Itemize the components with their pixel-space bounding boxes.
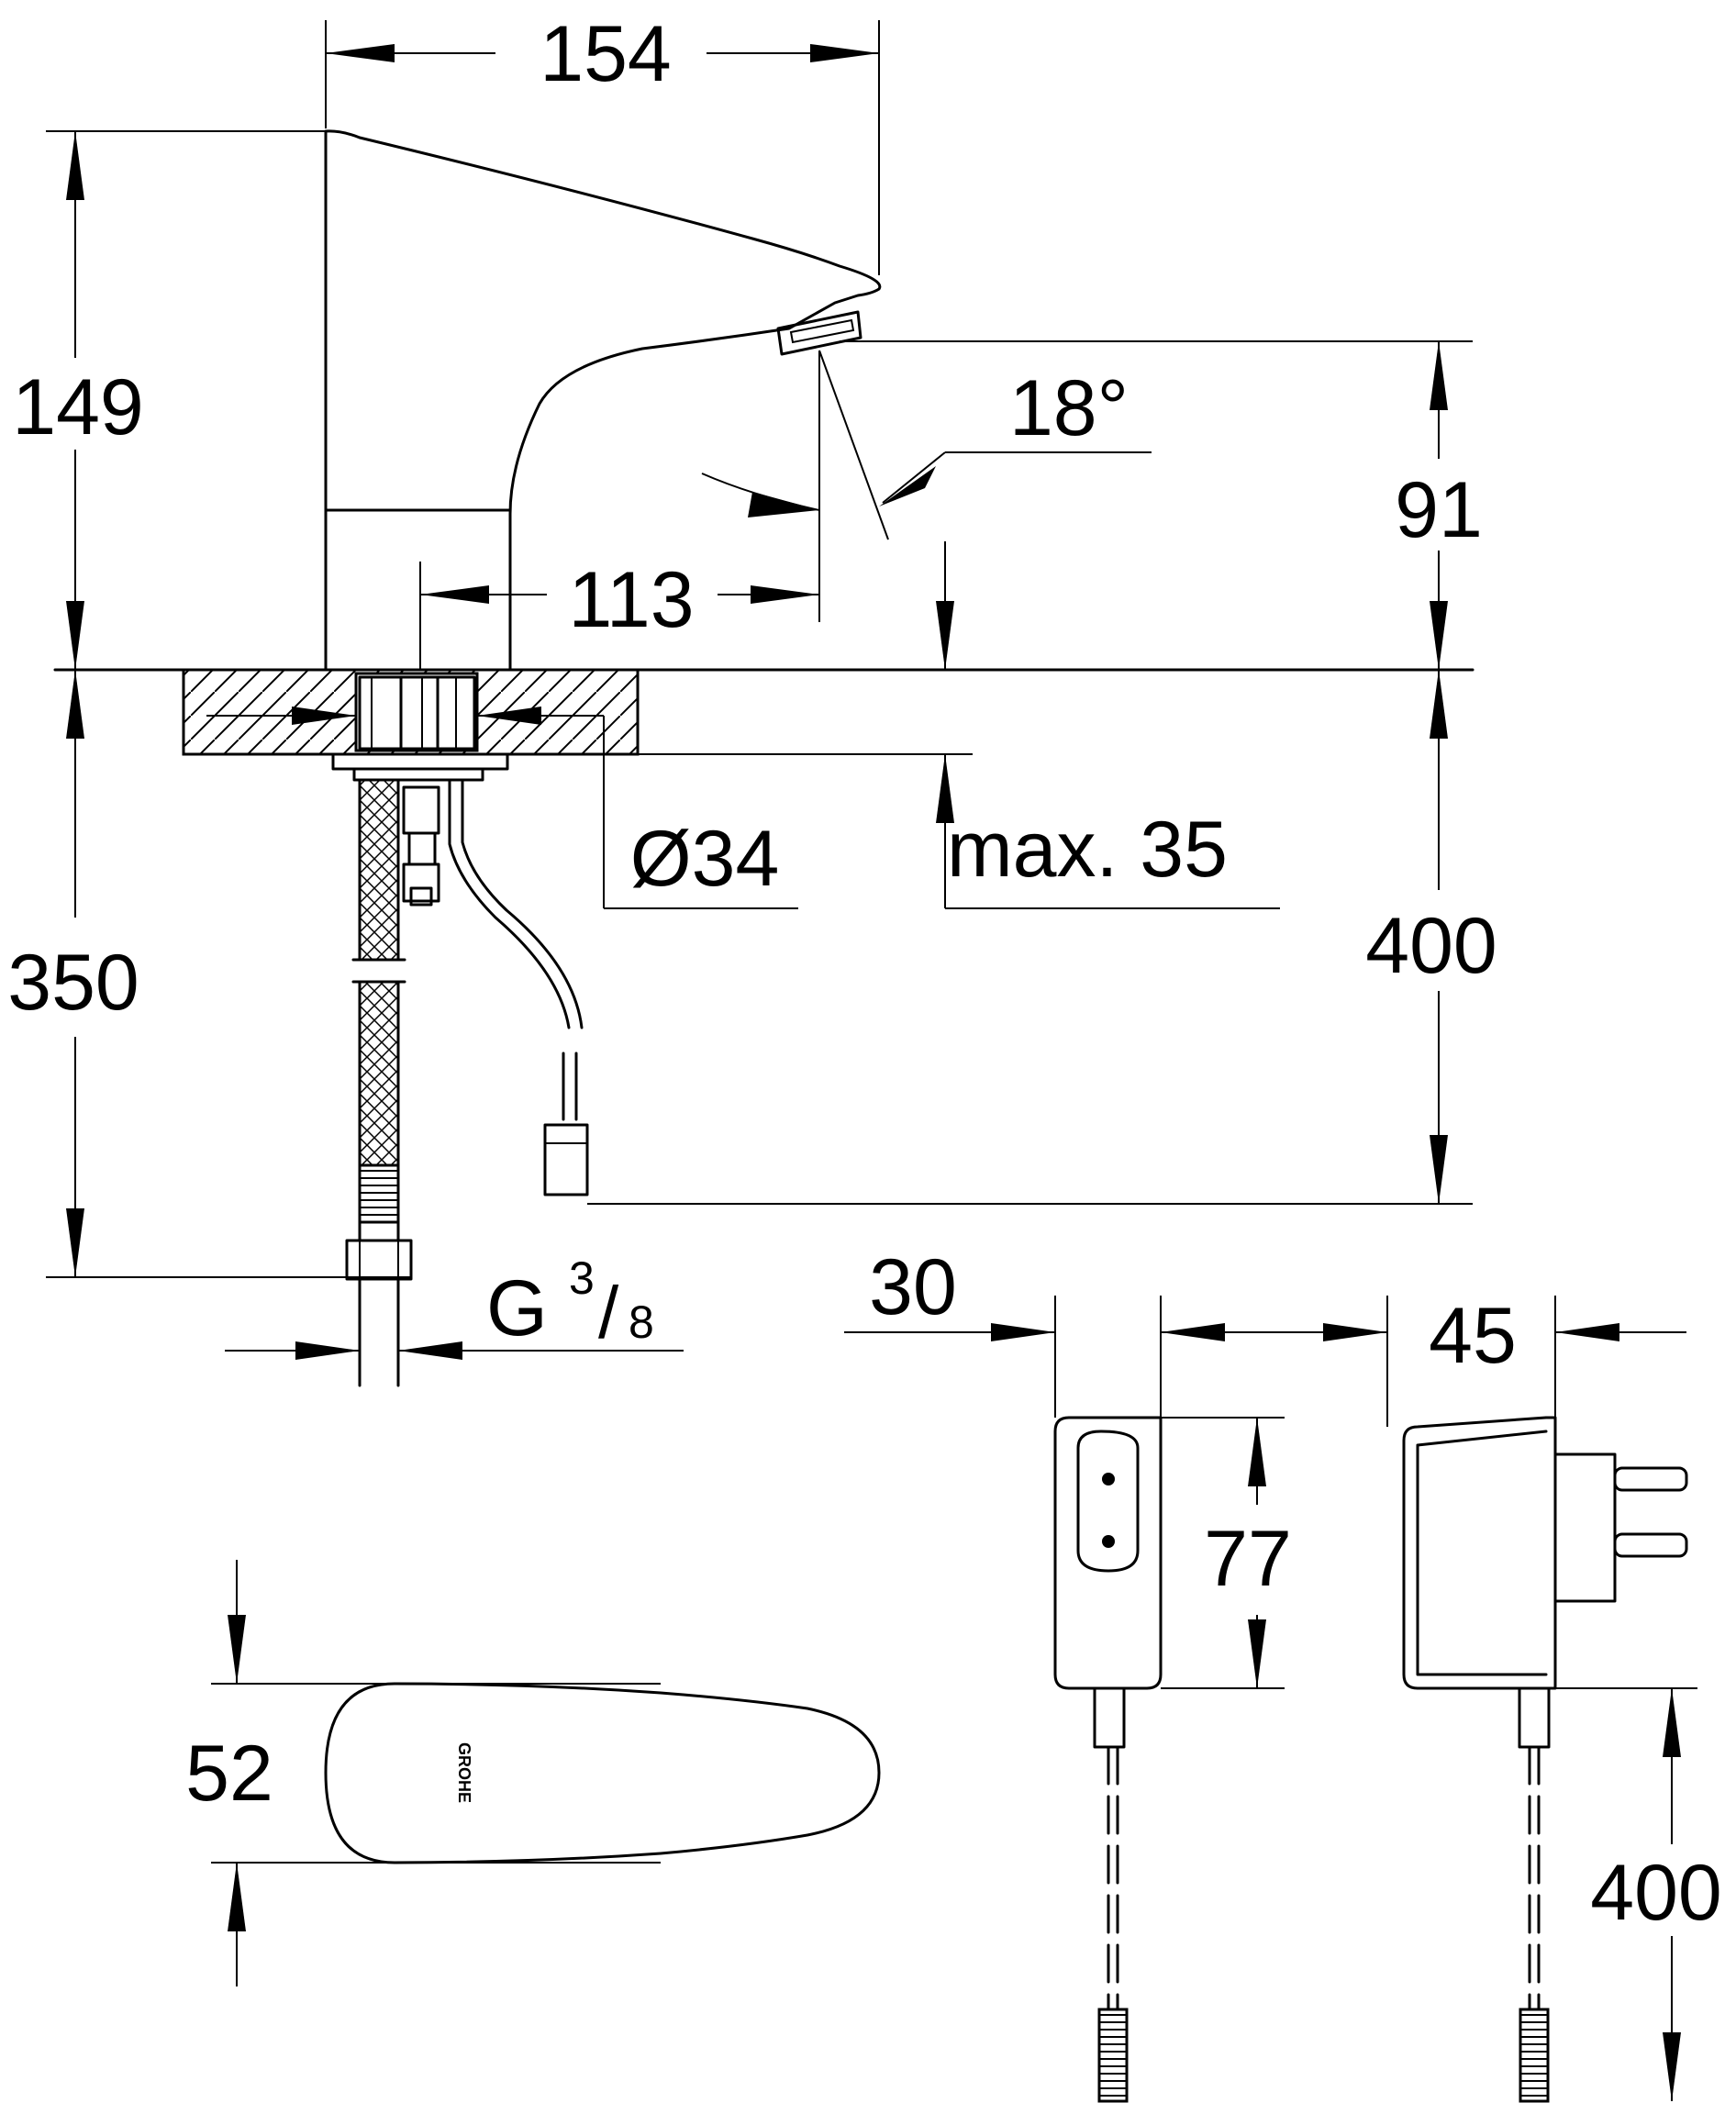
dim-angle-18: 18°: [1009, 364, 1129, 452]
dim-base-52: 52: [185, 1730, 273, 1818]
psu-side-plug: [1519, 2008, 1550, 2103]
dimension-lines: [46, 20, 1473, 1360]
socket-outline: [1076, 1430, 1140, 1573]
dim-psu-77: 77: [1204, 1515, 1292, 1603]
psu-front-outline: [1053, 1416, 1163, 1690]
dim-reach-113: 113: [568, 556, 694, 644]
dim-max-35: max. 35: [947, 806, 1228, 894]
top-view-outline: [324, 1682, 881, 1864]
psu-front-strain-relief: [1093, 1686, 1126, 1749]
svg-text:/: /: [598, 1272, 619, 1353]
dim-height-149: 149: [12, 363, 144, 451]
dim-psu-30: 30: [869, 1243, 957, 1331]
dim-psu-45: 45: [1429, 1292, 1517, 1380]
psu-side-strain-relief: [1518, 1686, 1551, 1749]
dim-width-154: 154: [540, 10, 672, 98]
plug-body: [1553, 1452, 1617, 1603]
plug-pin-lower: [1613, 1532, 1688, 1558]
power-supply-side: [1248, 1296, 1697, 2103]
svg-text:3: 3: [569, 1252, 595, 1304]
hose-nut: [345, 1239, 413, 1281]
dim-clearance-91: 91: [1395, 466, 1483, 554]
psu-front-plug: [1097, 2008, 1129, 2103]
fixing-plate: [331, 752, 509, 771]
dim-thread-g38: G 3 / 8: [486, 1252, 654, 1353]
spray-line: [818, 350, 889, 540]
faucet-body-outline: [324, 129, 882, 672]
solenoid-connector: [402, 785, 440, 907]
hose-fitting: [358, 1163, 400, 1224]
dim-hose-350: 350: [7, 939, 139, 1027]
dimension-labels: 154 149 113 18° 91 350 400 Ø34 max. 35 G…: [7, 10, 1722, 1937]
power-supply-front: [844, 1296, 1376, 2103]
dim-diameter-34: Ø34: [630, 815, 780, 903]
socket-pin-hole-top: [1102, 1473, 1115, 1485]
svg-text:G: G: [486, 1264, 548, 1352]
supply-hose-upper: [358, 778, 400, 962]
faucet-side-view: [53, 129, 1474, 1387]
mounting-nut: [358, 675, 476, 751]
svg-text:8: 8: [629, 1296, 654, 1348]
dim-cable-400: 400: [1365, 902, 1497, 990]
brand-logo: GROHE: [455, 1742, 473, 1803]
plug-pin-upper: [1613, 1466, 1688, 1492]
dim-psu-cable-400: 400: [1590, 1849, 1722, 1937]
socket-pin-hole-bottom: [1102, 1535, 1115, 1548]
sensor-cable: [448, 778, 584, 1029]
psu-side-outline: [1402, 1416, 1557, 1690]
aerator: [776, 310, 862, 356]
faucet-top-view: GROHE: [211, 1560, 881, 1986]
supply-hose-lower: [358, 980, 400, 1167]
mounting-hole: [354, 672, 479, 752]
cable-plug: [543, 1123, 589, 1196]
